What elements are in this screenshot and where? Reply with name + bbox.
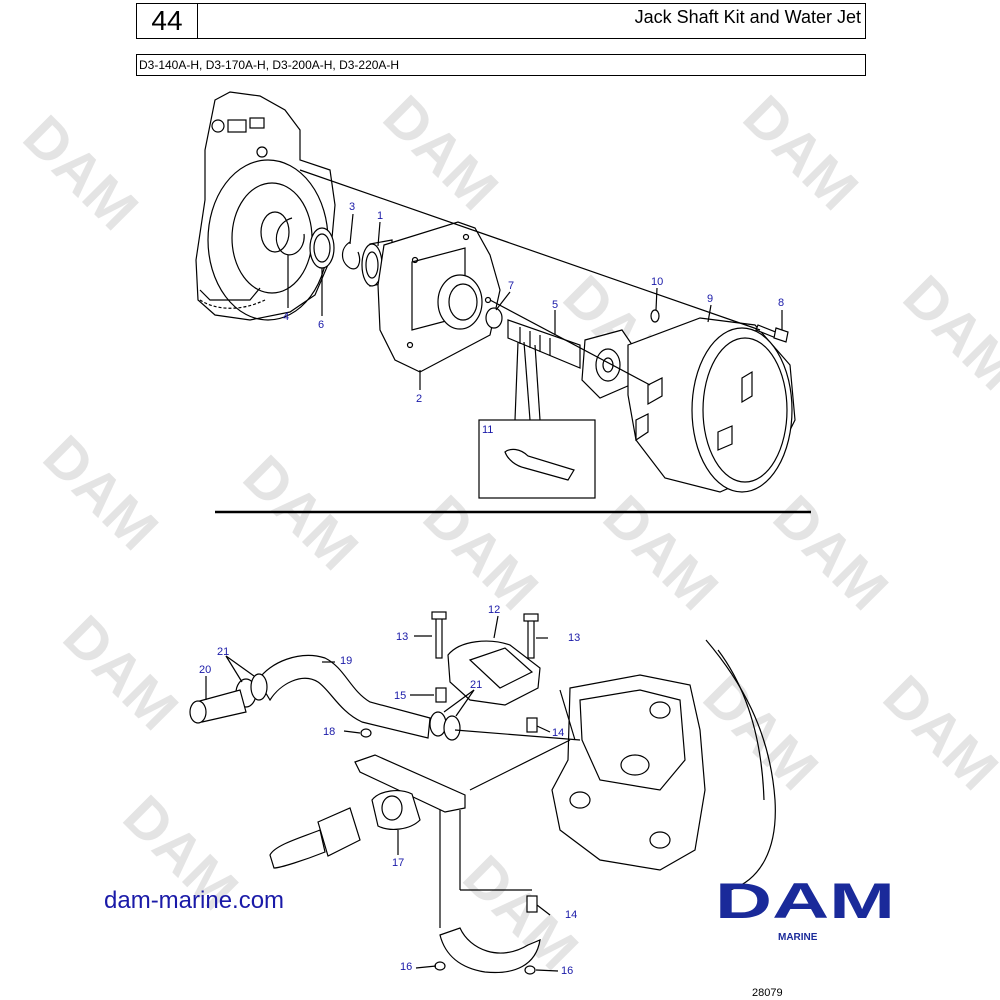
callout-18: 18 [323, 726, 335, 738]
watermark: DAM [51, 603, 190, 742]
lower-diagram: 12 13 13 14 14 15 16 16 17 18 19 20 21 2… [189, 604, 776, 977]
page-number-box: 44 [136, 3, 198, 39]
callout-10: 10 [651, 276, 663, 288]
watermark: DAM [871, 663, 1000, 802]
callout-13: 13 [396, 631, 408, 643]
callout-1: 1 [377, 210, 383, 222]
watermark-layer: DAM DAM DAM DAM DAM DAM DAM DAM DAM DAM … [11, 83, 1000, 982]
upper-diagram: 1 2 3 4 5 6 7 8 9 10 11 [195, 91, 796, 499]
callout-5: 5 [552, 299, 558, 311]
watermark: DAM [731, 83, 870, 222]
callout-11: 11 [482, 424, 493, 436]
callout-13: 13 [568, 632, 580, 644]
callout-16: 16 [561, 965, 573, 977]
figure-reference: 28079 [752, 987, 783, 999]
callout-8: 8 [778, 297, 784, 309]
callout-21: 21 [470, 679, 482, 691]
title-box: Jack Shaft Kit and Water Jet [198, 3, 866, 39]
callout-20: 20 [199, 664, 211, 676]
callout-14: 14 [552, 727, 564, 739]
dam-logo-subtext: MARINE [778, 932, 818, 943]
callout-17: 17 [392, 857, 404, 869]
watermark: DAM [31, 423, 170, 562]
watermark: DAM [11, 103, 150, 242]
callout-15: 15 [394, 690, 406, 702]
page-title: Jack Shaft Kit and Water Jet [634, 7, 861, 27]
page-number: 44 [151, 5, 183, 36]
watermark: DAM [761, 483, 900, 622]
callout-3: 3 [349, 201, 355, 213]
callout-6: 6 [318, 319, 324, 331]
callout-14: 14 [565, 909, 577, 921]
callout-2: 2 [416, 393, 422, 405]
watermark: DAM [591, 483, 730, 622]
callout-9: 9 [707, 293, 713, 305]
callout-4: 4 [283, 311, 289, 323]
watermark: DAM [691, 663, 830, 802]
callout-19: 19 [340, 655, 352, 667]
dam-logo: DAM [715, 873, 895, 929]
watermark: DAM [411, 483, 550, 622]
engine-models: D3-140A-H, D3-170A-H, D3-200A-H, D3-220A… [139, 58, 400, 72]
models-bar: D3-140A-H, D3-170A-H, D3-200A-H, D3-220A… [136, 54, 866, 76]
callout-16: 16 [400, 961, 412, 973]
watermark: DAM [891, 263, 1000, 402]
callout-21: 21 [217, 646, 229, 658]
callout-12: 12 [488, 604, 500, 616]
callout-7: 7 [508, 280, 514, 292]
website-link[interactable]: dam-marine.com [104, 887, 284, 914]
